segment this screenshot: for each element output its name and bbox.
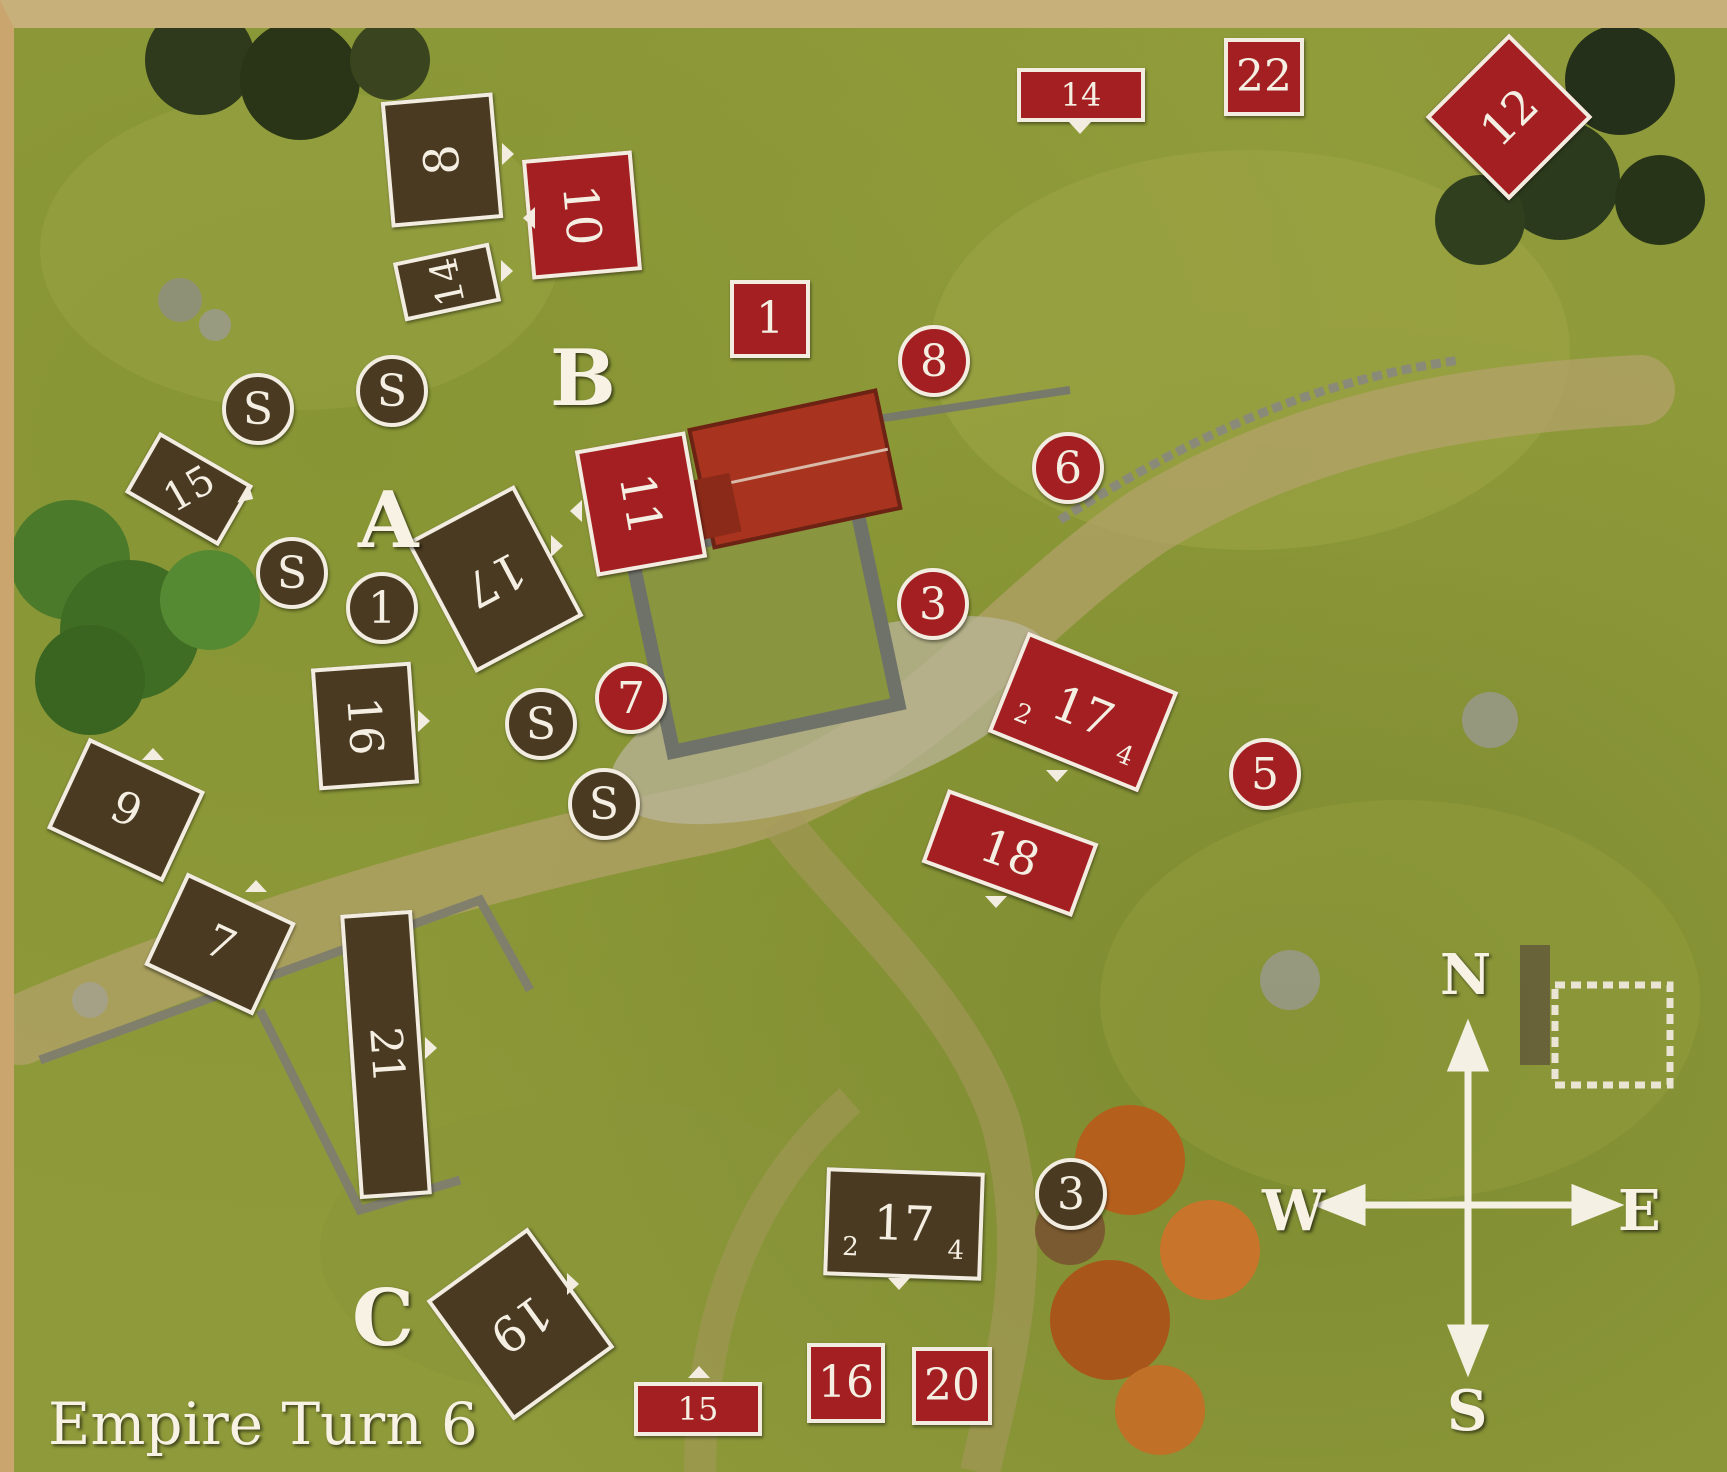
empire-disc-s[interactable]: S xyxy=(256,537,328,609)
rocks xyxy=(158,278,202,322)
facing-pointer xyxy=(551,535,563,557)
empire-disc-s[interactable]: S xyxy=(568,768,640,840)
empire-disc-s[interactable]: S xyxy=(222,373,294,445)
unit-subscript-right: 4 xyxy=(1111,739,1138,773)
empire-disc-s[interactable]: S xyxy=(505,688,577,760)
enemy-unit-20[interactable]: 20 xyxy=(912,1347,992,1425)
unit-number: 15 xyxy=(157,459,221,519)
unit-number: 16 xyxy=(818,1361,874,1405)
enemy-unit-14[interactable]: 14 xyxy=(1017,68,1145,122)
enemy-disc-3[interactable]: 3 xyxy=(897,568,969,640)
facing-pointer xyxy=(501,260,513,282)
objective-marker-b: B xyxy=(550,333,616,424)
empire-disc-1[interactable]: 1 xyxy=(346,572,418,644)
facing-pointer xyxy=(523,207,535,229)
rocks xyxy=(199,309,231,341)
compass-west-label: W xyxy=(1262,1178,1325,1244)
objective-marker-a: A xyxy=(358,475,419,566)
unit-number: 17 xyxy=(1046,678,1121,745)
empire-unit-16[interactable]: 16 xyxy=(311,662,419,791)
unit-number: 20 xyxy=(924,1364,980,1408)
unit-number: 14 xyxy=(423,254,470,309)
empire-unit-8[interactable]: 8 xyxy=(381,92,504,227)
facing-pointer xyxy=(567,1273,579,1295)
enemy-disc-5[interactable]: 5 xyxy=(1229,738,1301,810)
unit-number: 15 xyxy=(678,1393,719,1425)
rocks xyxy=(1260,950,1320,1010)
unit-subscript-left: 2 xyxy=(842,1232,860,1263)
unit-number: 12 xyxy=(1472,80,1546,154)
unit-number: 16 xyxy=(340,695,390,757)
enemy-unit-16[interactable]: 16 xyxy=(807,1343,885,1423)
rocks xyxy=(72,982,108,1018)
compass-north-label: N xyxy=(1440,942,1491,1008)
enemy-disc-6[interactable]: 6 xyxy=(1032,432,1104,504)
facing-pointer xyxy=(418,710,430,732)
rocks xyxy=(1462,692,1518,748)
unit-number: 17 xyxy=(873,1199,936,1249)
unit-subscript-left: 2 xyxy=(1010,698,1037,732)
facing-pointer xyxy=(142,748,164,760)
empire-disc-3[interactable]: 3 xyxy=(1035,1158,1107,1230)
facing-pointer xyxy=(570,500,582,522)
compass-south-label: S xyxy=(1447,1378,1487,1444)
unit-number: 19 xyxy=(482,1287,560,1362)
enemy-unit-15[interactable]: 15 xyxy=(634,1382,762,1436)
empire-unit-17-2-4[interactable]: 17 2 4 xyxy=(823,1167,985,1280)
unit-number: 7 xyxy=(198,918,242,970)
unit-number: 21 xyxy=(362,1025,410,1084)
unit-number: 22 xyxy=(1236,55,1292,99)
facing-pointer xyxy=(245,880,267,892)
facing-pointer xyxy=(888,1278,910,1290)
unit-number: 17 xyxy=(457,543,533,614)
facing-pointer xyxy=(688,1366,710,1378)
unit-number: 14 xyxy=(1061,79,1102,111)
unit-number: 1 xyxy=(756,297,784,341)
unit-number: 11 xyxy=(612,470,670,538)
objective-marker-c: C xyxy=(352,1273,414,1364)
compass-east-label: E xyxy=(1618,1178,1661,1244)
unit-number: 10 xyxy=(555,182,608,247)
facing-pointer xyxy=(1046,770,1068,782)
enemy-unit-1[interactable]: 1 xyxy=(730,280,810,358)
unit-number: 9 xyxy=(104,784,148,836)
facing-pointer xyxy=(425,1037,437,1059)
enemy-disc-7[interactable]: 7 xyxy=(595,662,667,734)
unit-subscript-right: 4 xyxy=(947,1236,965,1267)
empire-disc-s[interactable]: S xyxy=(356,355,428,427)
facing-pointer xyxy=(985,896,1007,908)
facing-pointer xyxy=(502,143,514,165)
turn-caption: Empire Turn 6 xyxy=(48,1390,478,1458)
enemy-unit-22[interactable]: 22 xyxy=(1224,38,1304,116)
facing-pointer xyxy=(1069,122,1091,134)
unit-number: 8 xyxy=(417,143,467,178)
enemy-unit-11[interactable]: 11 xyxy=(575,431,708,577)
enemy-disc-8[interactable]: 8 xyxy=(898,325,970,397)
enemy-unit-10[interactable]: 10 xyxy=(522,150,642,279)
unit-number: 18 xyxy=(975,821,1046,884)
